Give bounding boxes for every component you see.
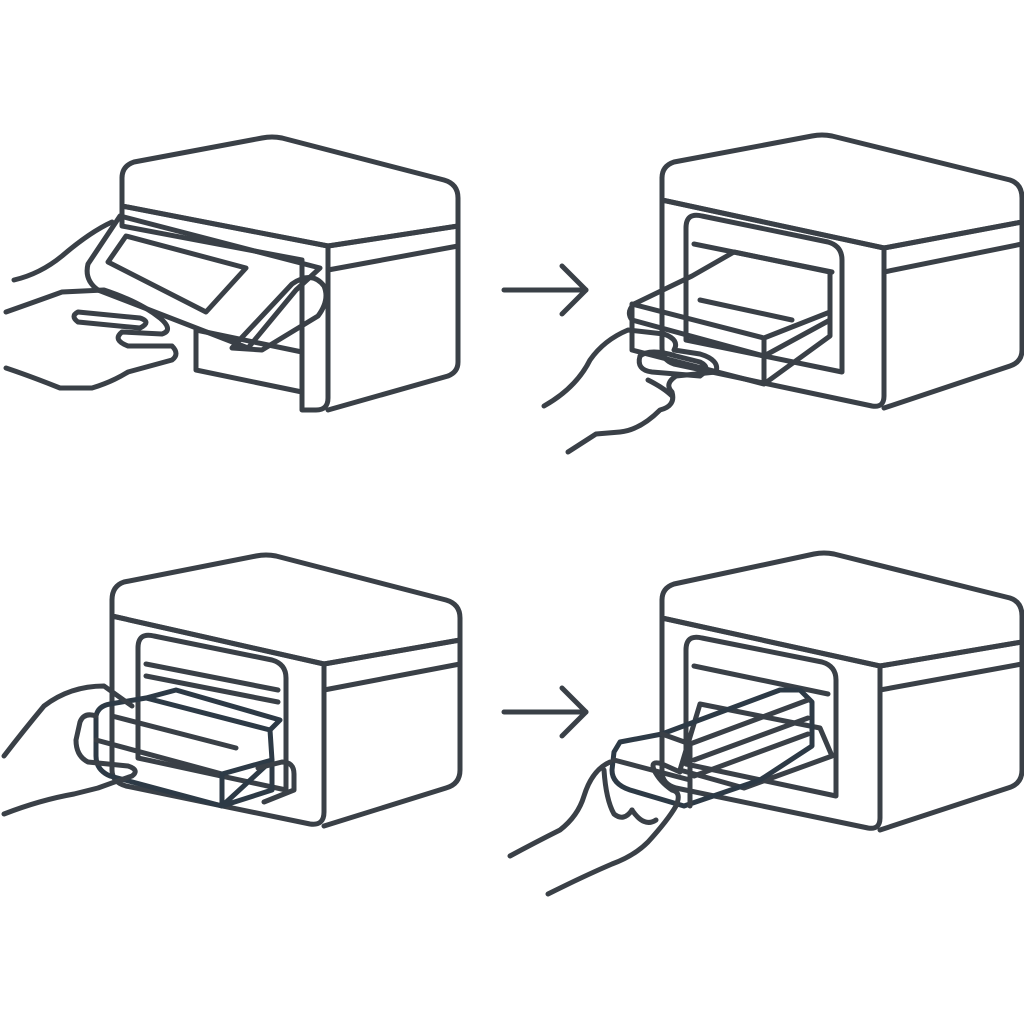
printer-1-icon <box>119 134 461 413</box>
hand-2-icon <box>541 327 720 455</box>
paper-tray-icon <box>626 249 833 387</box>
lid-open-panel <box>84 213 329 353</box>
arrow-right-icon <box>501 685 589 739</box>
arrow-right-icon <box>501 263 589 317</box>
step-4-panel <box>507 550 1024 897</box>
ink-cartridge-seated-icon <box>609 687 815 809</box>
ink-cartridge-icon <box>93 687 297 809</box>
hand-1-icon <box>3 219 179 391</box>
step-3-panel <box>1 552 463 829</box>
step-2-panel <box>541 132 1024 455</box>
step-1-panel <box>3 134 461 413</box>
hand-3-icon <box>1 683 138 817</box>
printer-4-icon <box>659 550 1024 833</box>
hand-4-icon <box>507 759 683 897</box>
printer-3-icon <box>109 552 463 829</box>
